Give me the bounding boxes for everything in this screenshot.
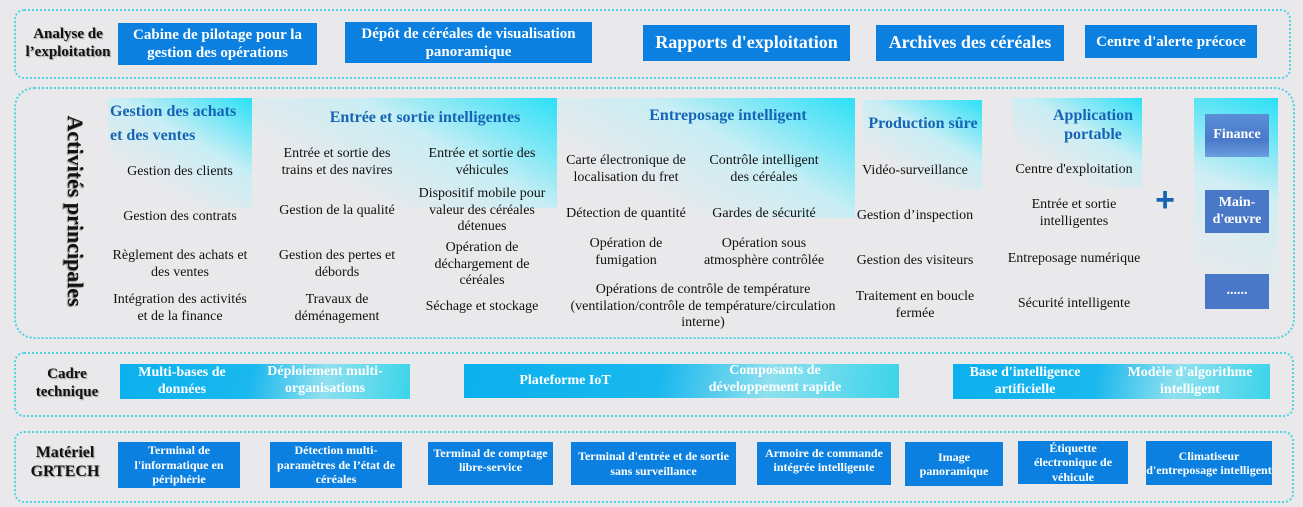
analysis-label: Analyse de l’exploitation <box>25 26 111 60</box>
analysis-item[interactable]: Cabine de pilotage pour la gestion des o… <box>118 23 317 65</box>
storage-item[interactable]: Détection de quantité <box>566 205 686 221</box>
purchase-title: Gestion des achats et des ventes <box>110 103 237 144</box>
hardware-item[interactable]: Terminal de l'informatique en périphérie <box>118 442 240 488</box>
analysis-item[interactable]: Dépôt de céréales de visualisation panor… <box>345 22 592 63</box>
inout-item[interactable]: Entrée et sortie des trains et des navir… <box>281 146 393 178</box>
tech-group-3 <box>953 364 1270 399</box>
purchase-item[interactable]: Gestion des clients <box>127 163 233 179</box>
tech-item[interactable]: Composants de développement rapide <box>708 363 842 395</box>
analysis-section <box>14 9 1291 79</box>
inout-header-bg <box>252 98 557 208</box>
tech-group-2 <box>464 364 899 398</box>
purchase-header-bg <box>108 98 252 208</box>
hardware-label: Matériel GRTECH <box>30 443 100 480</box>
purchase-item[interactable]: Gestion des contrats <box>123 208 237 224</box>
safety-item[interactable]: Traitement en boucle fermée <box>855 289 975 321</box>
plus-icon: + <box>1155 180 1175 219</box>
activities-label: Activités principales <box>63 115 89 307</box>
mobile-header-bg <box>1012 98 1142 188</box>
inout-item[interactable]: Entrée et sortie des véhicules <box>428 146 536 178</box>
mobile-item[interactable]: Entreposage numérique <box>1007 250 1141 266</box>
tech-section <box>14 352 1294 417</box>
storage-header-bg <box>557 98 855 218</box>
purchase-item[interactable]: Règlement des achats et des ventes <box>112 248 248 280</box>
storage-item[interactable]: Opérations de contrôle de température (v… <box>570 281 836 331</box>
inout-item[interactable]: Gestion de la qualité <box>279 202 395 218</box>
mobile-item[interactable]: Centre d'exploitation <box>1015 161 1133 177</box>
storage-item[interactable]: Opération sous atmosphère contrôlée <box>703 236 825 268</box>
hardware-item[interactable]: Terminal d'entrée et de sortie sans surv… <box>571 442 736 485</box>
storage-item[interactable]: Carte électronique de localisation du fr… <box>566 153 686 185</box>
inout-item[interactable]: Travaux de déménagement <box>294 292 380 324</box>
tech-label: Cadre technique <box>35 366 99 400</box>
tech-group-1 <box>120 364 410 399</box>
inout-item[interactable]: Dispositif mobile pour valeur des céréal… <box>418 185 546 235</box>
purchase-item[interactable]: Intégration des activités et de la finan… <box>113 292 247 324</box>
safety-item[interactable]: Gestion des visiteurs <box>856 252 974 268</box>
inout-item[interactable]: Opération de déchargement de céréales <box>434 239 530 289</box>
activities-section <box>14 87 1295 339</box>
analysis-item[interactable]: Archives des céréales <box>876 25 1064 61</box>
hardware-item[interactable]: Armoire de commande intégrée intelligent… <box>757 442 891 485</box>
extra-more[interactable]: ...... <box>1205 274 1269 309</box>
hardware-section <box>14 431 1294 503</box>
tech-item[interactable]: Déploiement multi-organisations <box>267 363 383 396</box>
analysis-item[interactable]: Rapports d'exploitation <box>643 25 850 61</box>
analysis-item[interactable]: Centre d'alerte précoce <box>1085 25 1257 58</box>
inout-item[interactable]: Gestion des pertes et débords <box>278 248 396 280</box>
inout-item[interactable]: Séchage et stockage <box>425 298 539 314</box>
storage-item[interactable]: Contrôle intelligent des céréales <box>709 153 819 185</box>
hardware-item[interactable]: Image panoramique <box>905 442 1003 486</box>
hardware-item[interactable]: Détection multi-paramètres de l’état de … <box>270 442 402 488</box>
tech-item[interactable]: Multi-bases de données <box>138 364 226 397</box>
tech-item[interactable]: Modèle d'algorithme intelligent <box>1127 364 1253 397</box>
storage-item[interactable]: Gardes de sécurité <box>712 205 816 221</box>
mobile-item[interactable]: Entrée et sortie intelligentes <box>1031 197 1117 229</box>
mobile-title: Application portable <box>1052 106 1133 143</box>
tech-item[interactable]: Plateforme IoT <box>519 372 611 388</box>
storage-item[interactable]: Opération de fumigation <box>589 236 663 268</box>
inout-title: Entrée et sortie intelligentes <box>329 109 521 127</box>
hardware-item[interactable]: Climatiseur d'entreposage intelligent <box>1146 441 1272 485</box>
storage-title: Entreposage intelligent <box>649 107 807 125</box>
safety-item[interactable]: Gestion d’inspection <box>856 207 974 223</box>
safety-header-bg <box>863 100 982 190</box>
tech-item[interactable]: Base d'intelligence artificielle <box>969 364 1081 397</box>
hardware-item[interactable]: Étiquette électronique de véhicule <box>1018 441 1128 484</box>
hardware-item[interactable]: Terminal de comptage libre-service <box>428 442 553 485</box>
extra-labor[interactable]: Main-d'œuvre <box>1205 190 1269 233</box>
extra-finance[interactable]: Finance <box>1205 114 1269 157</box>
safety-item[interactable]: Vidéo-surveillance <box>862 162 968 178</box>
mobile-item[interactable]: Sécurité intelligente <box>1017 295 1131 311</box>
safety-title: Production sûre <box>868 115 978 133</box>
